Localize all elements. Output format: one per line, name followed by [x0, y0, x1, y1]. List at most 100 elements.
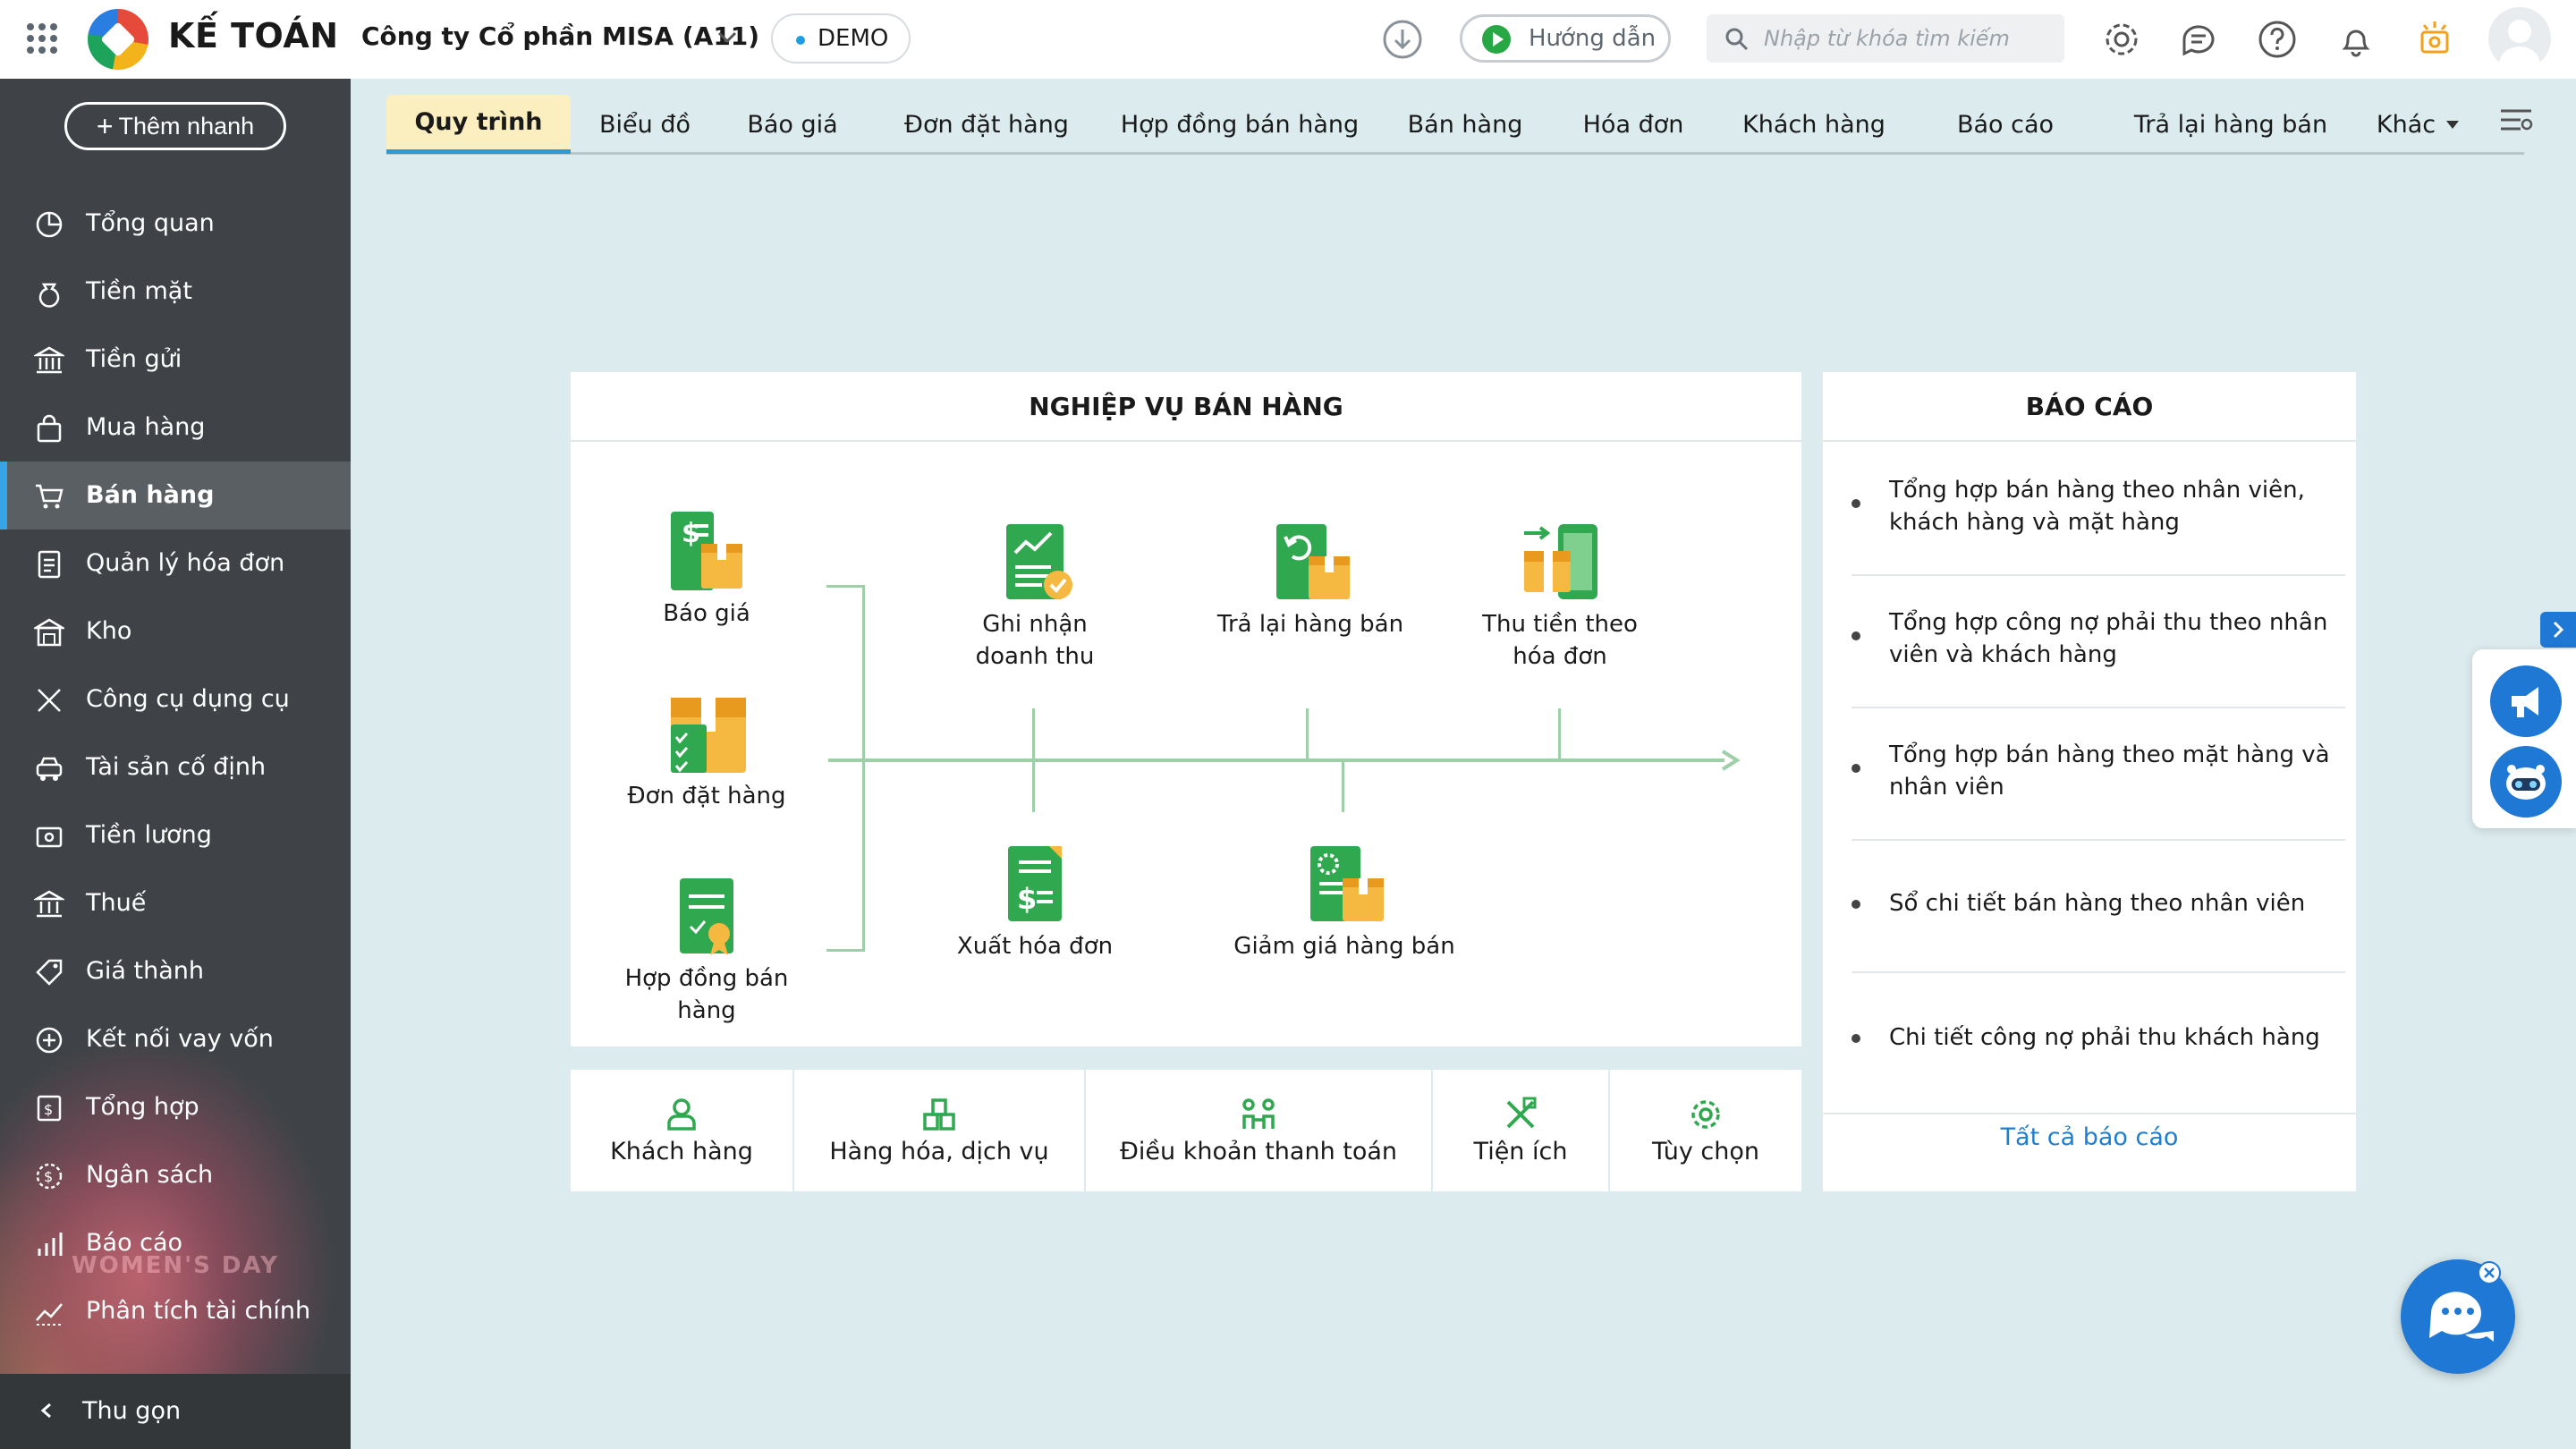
report-link[interactable]: Tổng hợp công nợ phải thu theo nhân viên… [1852, 606, 2345, 671]
sidebar-item[interactable]: $Ngân sách [0, 1141, 351, 1209]
customer-icon [667, 1098, 696, 1131]
svg-text:$: $ [1017, 882, 1037, 916]
search-input[interactable] [1764, 21, 2050, 55]
assistant-bot-button[interactable] [2490, 746, 2562, 818]
sidebar-item[interactable]: Tiền gửi [0, 326, 351, 394]
shortcut-customers[interactable]: Khách hàng [571, 1070, 792, 1191]
report-text-1: Tổng hợp bán hàng theo nhân viên, [1889, 477, 2305, 504]
quote-node[interactable]: $ Báo giá [626, 510, 787, 630]
demo-badge[interactable]: DEMO [771, 13, 911, 64]
tab-tra-lai-hang-ban[interactable]: Trả lại hàng bán [2133, 110, 2328, 139]
close-chat-button[interactable] [2478, 1261, 2501, 1284]
announcement-button[interactable] [2490, 665, 2562, 737]
collect-by-invoice-label-1: Thu tiền theo [1482, 611, 1638, 638]
sales-order-node[interactable]: Đơn đặt hàng [617, 692, 796, 812]
chevron-down-icon[interactable] [714, 23, 741, 50]
quick-add-button[interactable]: + Thêm nhanh [64, 102, 286, 150]
company-selector[interactable]: Công ty Cổ phần MISA (A11) [361, 21, 760, 51]
tab-don-dat-hang[interactable]: Đơn đặt hàng [904, 110, 1069, 139]
sidebar-item[interactable]: Mua hàng [0, 394, 351, 462]
help-question-icon[interactable] [2256, 18, 2299, 61]
divider [1852, 839, 2345, 841]
report-link[interactable]: Tổng hợp bán hàng theo nhân viên, khách … [1852, 474, 2345, 538]
sidebar-item[interactable]: Kho [0, 597, 351, 665]
report-link[interactable]: Sổ chi tiết bán hàng theo nhân viên [1852, 887, 2345, 919]
shortcut-goods[interactable]: Hàng hóa, dịch vụ [794, 1070, 1084, 1191]
report-link[interactable]: Tổng hợp bán hàng theo mặt hàng và nhân … [1852, 739, 2345, 803]
sidebar-item-label: Kết nối vay vốn [86, 1025, 274, 1053]
sidebar-item[interactable]: Công cụ dụng cụ [0, 665, 351, 733]
sidebar-item[interactable]: Báo cáo [0, 1209, 351, 1277]
record-revenue-node[interactable]: Ghi nhận doanh thu [943, 521, 1127, 673]
sales-contract-label-1: Hợp đồng bán [624, 965, 789, 992]
user-avatar-icon[interactable] [2488, 7, 2551, 70]
tab-ban-hang[interactable]: Bán hàng [1407, 110, 1523, 139]
sidebar-item-label: Thuế [86, 889, 147, 917]
shortcut-options[interactable]: Tùy chọn [1610, 1070, 1801, 1191]
shortcut-payment-terms[interactable]: Điều khoản thanh toán [1086, 1070, 1431, 1191]
tab-quy-trinh[interactable]: Quy trình [386, 95, 571, 154]
guide-button[interactable]: Hướng dẫn [1460, 14, 1671, 63]
tab-khach-hang[interactable]: Khách hàng [1742, 110, 1885, 139]
sales-return-node[interactable]: Trả lại hàng bán [1208, 521, 1413, 640]
shortcut-label: Tiện ích [1473, 1138, 1568, 1165]
divider [1852, 707, 2345, 708]
sidebar-item[interactable]: $Tổng hợp [0, 1073, 351, 1141]
support-chat-button[interactable] [2401, 1259, 2515, 1374]
flow-connector [1558, 708, 1561, 760]
report-link[interactable]: Chi tiết công nợ phải thu khách hàng [1852, 1021, 2345, 1054]
notification-bell-icon[interactable] [2334, 18, 2377, 61]
flow-connector [1032, 708, 1035, 812]
sales-order-icon [671, 698, 746, 773]
tab-bieu-do[interactable]: Biểu đồ [599, 110, 691, 139]
tab-khac[interactable]: Khác [2360, 95, 2476, 154]
sidebar-item[interactable]: Kết nối vay vốn [0, 1005, 351, 1073]
sidebar-item[interactable]: Thuế [0, 869, 351, 937]
flow-arrow-icon [1721, 750, 1741, 771]
bar-chart-icon [38, 1233, 63, 1256]
download-icon[interactable] [1381, 18, 1424, 61]
collapse-sidebar-button[interactable]: Thu gọn [0, 1374, 351, 1449]
issue-invoice-label: Xuất hóa đơn [956, 933, 1114, 960]
sidebar-item[interactable]: Tiền mặt [0, 258, 351, 326]
expand-widgets-button[interactable] [2540, 612, 2576, 648]
report-text-1: Chi tiết công nợ phải thu khách hàng [1889, 1024, 2320, 1051]
sales-return-label: Trả lại hàng bán [1216, 611, 1404, 638]
sales-contract-node[interactable]: Hợp đồng bán hàng [617, 875, 796, 1027]
sidebar-item[interactable]: Giá thành [0, 937, 351, 1005]
flow-connector [862, 585, 865, 952]
sidebar-item[interactable]: Tài sản cố định [0, 733, 351, 801]
settings-gear-icon[interactable] [2100, 18, 2143, 61]
sales-return-icon [1276, 524, 1350, 599]
tab-hoa-don[interactable]: Hóa đơn [1582, 110, 1684, 139]
price-tag-icon [36, 959, 63, 986]
sidebar-item[interactable]: Tổng quan [0, 190, 351, 258]
flow-connector [1306, 708, 1309, 760]
sidebar-item[interactable]: Bán hàng [0, 462, 351, 530]
chat-bubble-icon[interactable] [2177, 18, 2220, 61]
shortcut-utilities[interactable]: Tiện ích [1433, 1070, 1608, 1191]
sun-icon[interactable] [2413, 18, 2456, 61]
sidebar-item-label: Tổng hợp [86, 1093, 199, 1121]
tab-bao-gia[interactable]: Báo giá [747, 110, 838, 139]
collect-payment-icon [1524, 524, 1597, 599]
search-box[interactable] [1707, 14, 2064, 63]
tab-settings-icon[interactable] [2497, 104, 2535, 136]
sidebar-item[interactable]: Phân tích tài chính [0, 1277, 351, 1345]
apps-grid-icon[interactable] [27, 23, 57, 54]
sidebar-item[interactable]: Quản lý hóa đơn [0, 530, 351, 597]
divider [1852, 971, 2345, 973]
tab-bao-cao[interactable]: Báo cáo [1956, 110, 2055, 139]
collect-by-invoice-node[interactable]: Thu tiền theo hóa đơn [1470, 521, 1649, 673]
budget-coin-icon: $ [36, 1163, 63, 1190]
sidebar-item[interactable]: Tiền lương [0, 801, 351, 869]
all-reports-link[interactable]: Tất cả báo cáo [2000, 1123, 2179, 1151]
flow-main-line [828, 758, 1724, 762]
report-text-2: viên và khách hàng [1889, 641, 2117, 668]
issue-invoice-node[interactable]: $ Xuất hóa đơn [943, 843, 1127, 962]
report-text-2: nhân viên [1889, 774, 2004, 801]
tab-hop-dong-ban-hang[interactable]: Hợp đồng bán hàng [1120, 110, 1360, 139]
tab-khac-label: Khác [2376, 110, 2436, 139]
quick-add-label: Thêm nhanh [118, 112, 255, 140]
sales-discount-node[interactable]: Giảm giá hàng bán [1222, 843, 1467, 962]
